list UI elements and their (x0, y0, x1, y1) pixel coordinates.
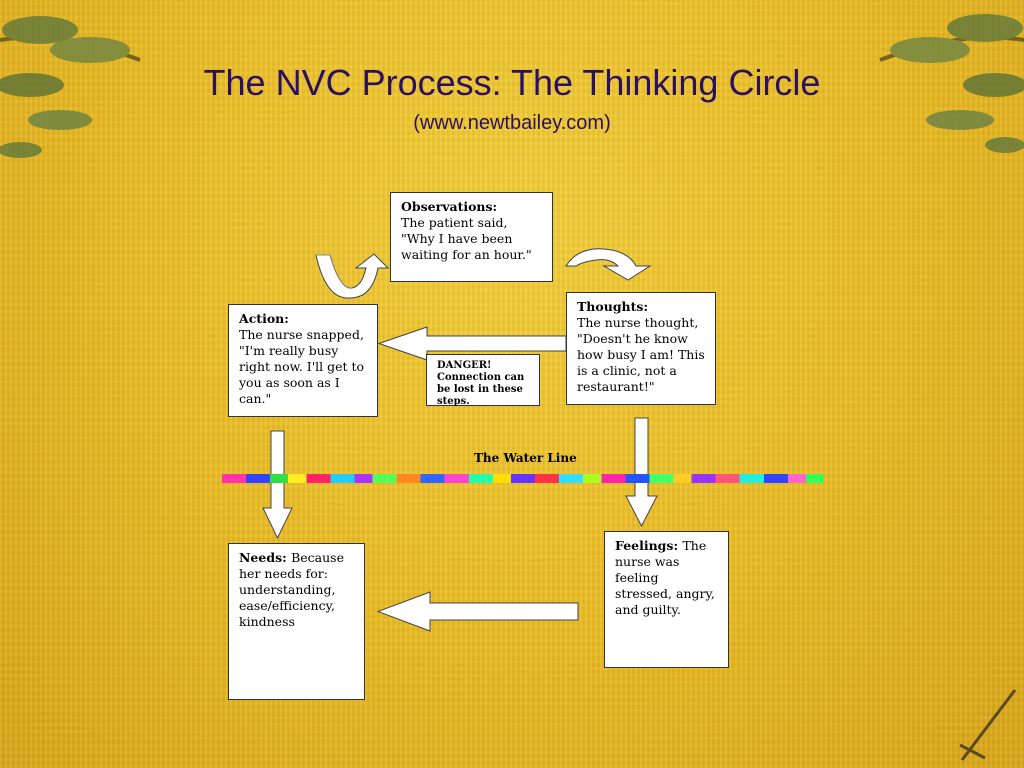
action-box: Action: The nurse snapped, "I'm really b… (228, 304, 378, 417)
needs-text: Because her needs for: understanding, ea… (239, 550, 344, 629)
needs-heading: Needs: (239, 550, 292, 565)
arrow-thoughts-to-action (377, 326, 567, 361)
feelings-heading: Feelings: (615, 538, 683, 553)
curved-arrow-action-to-observations (315, 253, 390, 299)
feelings-box: Feelings: The nurse was feeling stressed… (604, 531, 729, 668)
pine-branch-icon (879, 14, 1024, 153)
sword-icon (959, 689, 1017, 761)
observations-box: Observations: The patient said, "Why I h… (390, 192, 553, 282)
action-heading: Action: (239, 311, 289, 326)
needs-box: Needs: Because her needs for: understand… (228, 543, 365, 700)
arrow-action-to-needs (262, 430, 293, 540)
thoughts-heading: Thoughts: (577, 299, 649, 314)
pine-branch-icon (0, 16, 141, 158)
curved-arrow-observations-to-thoughts (565, 248, 652, 281)
arrow-thoughts-to-feelings (625, 417, 658, 528)
waterline-label: The Water Line (474, 451, 577, 465)
arrow-feelings-to-needs (376, 591, 579, 632)
thoughts-text: The nurse thought, "Doesn't he know how … (577, 315, 705, 394)
slide-subtitle: (www.newtbailey.com) (413, 112, 611, 134)
thoughts-box: Thoughts: The nurse thought, "Doesn't he… (566, 292, 716, 405)
feelings-text: The nurse was feeling stressed, angry, a… (615, 538, 715, 617)
action-text: The nurse snapped, "I'm really busy righ… (239, 327, 365, 406)
slide-title: The NVC Process: The Thinking Circle (203, 62, 821, 103)
waterline-bar (222, 474, 824, 483)
observations-heading: Observations: (401, 199, 498, 214)
danger-note: DANGER! Connection can be lost in these … (426, 354, 540, 407)
observations-text: The patient said, "Why I have been waiti… (401, 215, 532, 262)
